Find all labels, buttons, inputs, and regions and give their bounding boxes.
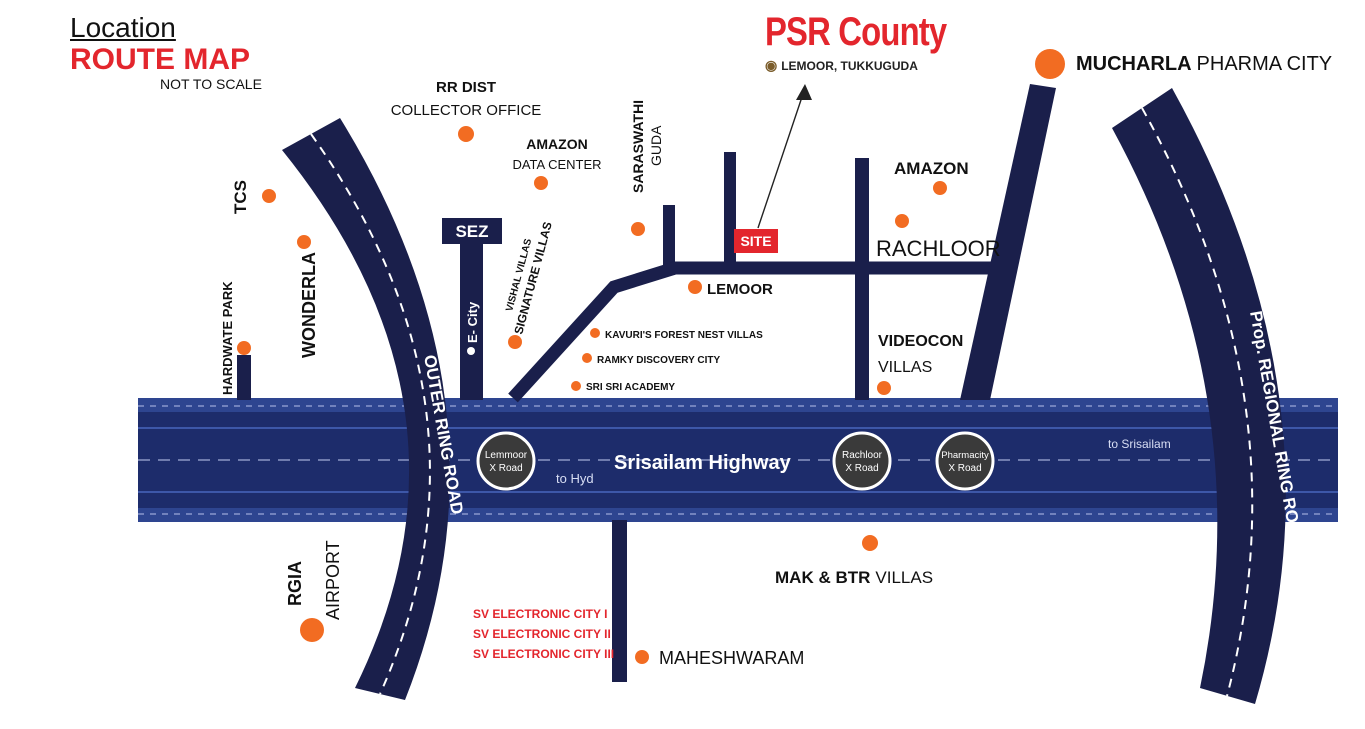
svg-text:Pharmacity: Pharmacity — [941, 450, 989, 461]
project-name: PSR County — [765, 10, 947, 54]
arrow-head-icon — [796, 84, 812, 100]
ramky-marker-icon — [582, 353, 592, 363]
amazon-label: AMAZON — [894, 159, 969, 178]
ecity-marker-icon — [467, 347, 475, 355]
map-header: Location ROUTE MAP NOT TO SCALE — [70, 12, 262, 92]
location-markers — [237, 49, 1065, 664]
sez-badge — [442, 218, 502, 244]
svg-text:X Road: X Road — [948, 463, 981, 474]
tcs-marker-icon — [262, 189, 276, 203]
location-pin-icon: ◉ — [765, 57, 778, 73]
rgia-marker-icon — [300, 618, 324, 642]
junction-pharmacity: Pharmacity X Road — [935, 431, 995, 491]
scale-note: NOT TO SCALE — [160, 76, 262, 92]
route-map-title: ROUTE MAP — [70, 43, 250, 76]
side-roads — [237, 152, 869, 682]
lemoor-road — [508, 261, 996, 403]
tcs-label: TCS — [231, 180, 250, 214]
maheshwaram-label: MAHESHWARAM — [659, 648, 804, 668]
sri-sri-marker-icon — [571, 381, 581, 391]
hardware-park-marker-icon — [237, 341, 251, 355]
sv-electronic-city-3-label: SV ELECTRONIC CITY III — [473, 647, 614, 661]
amazon-dc-label: AMAZON — [526, 136, 587, 152]
videocon-marker-icon — [877, 381, 891, 395]
regional-ring-road — [1112, 88, 1286, 704]
site-arrow — [757, 87, 806, 229]
rachloor-marker-icon — [895, 214, 909, 228]
srisailam-highway — [138, 398, 1338, 522]
lemoor-marker-icon — [688, 280, 702, 294]
kavuri-marker-icon — [590, 328, 600, 338]
project-brand: PSR County ◉LEMOOR, TUKKUGUDA — [765, 10, 986, 74]
lemoor-label: LEMOOR — [707, 281, 773, 298]
svg-text:X Road: X Road — [845, 463, 878, 474]
kavuri-label: KAVURI'S FOREST NEST VILLAS — [605, 330, 763, 341]
data-center-label: DATA CENTER — [512, 157, 601, 172]
mak-btr-marker-icon — [862, 535, 878, 551]
pharma-city-road — [960, 84, 1056, 400]
amazon-dc-marker-icon — [534, 176, 548, 190]
svg-text:Rachloor: Rachloor — [842, 450, 883, 461]
saraswathi-label: SARASWATHI — [630, 100, 646, 193]
svg-text:X Road: X Road — [489, 463, 522, 474]
site-label: SITE — [740, 233, 771, 249]
ecity-label: E- City — [465, 301, 480, 343]
location-label: Location — [70, 12, 176, 43]
site-badge — [734, 229, 778, 253]
project-address: ◉LEMOOR, TUKKUGUDA — [765, 57, 986, 74]
rr-dist-marker-icon — [458, 126, 474, 142]
videocon-label: VIDEOCON — [878, 333, 963, 350]
rr-dist-label: RR DIST — [436, 79, 496, 96]
to-srisailam-label: to Srisailam — [1108, 437, 1171, 451]
sv-electronic-city-1-label: SV ELECTRONIC CITY I — [473, 607, 607, 621]
amazon-marker-icon — [933, 181, 947, 195]
sez-label: SEZ — [455, 222, 488, 241]
mucharla-marker-icon — [1035, 49, 1065, 79]
wonderla-marker-icon — [297, 235, 311, 249]
rachloor-label: RACHLOOR — [876, 236, 1001, 261]
outer-ring-road — [282, 118, 450, 700]
ramky-label: RAMKY DISCOVERY CITY — [597, 355, 720, 366]
project-address-text: LEMOOR, TUKKUGUDA — [781, 59, 918, 73]
wonderla-label: WONDERLA — [299, 252, 319, 358]
airport-label: AIRPORT — [323, 540, 343, 620]
junction-lemmoor: Lemmoor X Road — [476, 431, 536, 491]
maheshwaram-marker-icon — [635, 650, 649, 664]
junction-rachloor: Rachloor X Road — [832, 431, 892, 491]
guda-label: GUDA — [648, 125, 664, 166]
to-hyd-label: to Hyd — [556, 471, 594, 486]
collector-office-label: COLLECTOR OFFICE — [391, 102, 542, 119]
saraswathi-marker-icon — [631, 222, 645, 236]
videocon-villas-label: VILLAS — [878, 359, 932, 376]
highway-label: Srisailam Highway — [614, 452, 792, 474]
sv-electronic-city-2-label: SV ELECTRONIC CITY II — [473, 627, 611, 641]
signature-villas-marker-icon — [508, 335, 522, 349]
svg-text:Lemmoor: Lemmoor — [485, 450, 528, 461]
hardware-park-label: HARDWATE PARK — [220, 281, 235, 395]
rgia-label: RGIA — [285, 561, 305, 606]
sri-sri-label: SRI SRI ACADEMY — [586, 382, 675, 393]
